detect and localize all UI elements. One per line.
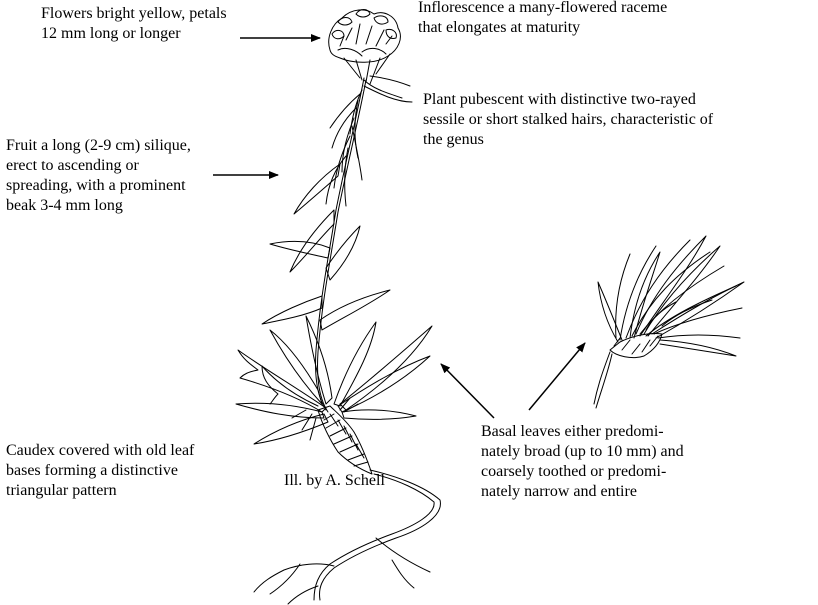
basal-leaves	[236, 316, 432, 444]
narrow-leaved-specimen	[594, 236, 744, 408]
main-stem	[315, 78, 364, 410]
stem-leaves	[262, 164, 390, 330]
arrow-basal-leaves-right	[529, 343, 585, 410]
flower-cluster	[329, 10, 401, 85]
siliques	[326, 76, 412, 206]
root	[254, 470, 440, 604]
arrow-basal-leaves-left	[441, 364, 494, 418]
main-plant	[236, 10, 440, 605]
caudex	[292, 398, 372, 474]
